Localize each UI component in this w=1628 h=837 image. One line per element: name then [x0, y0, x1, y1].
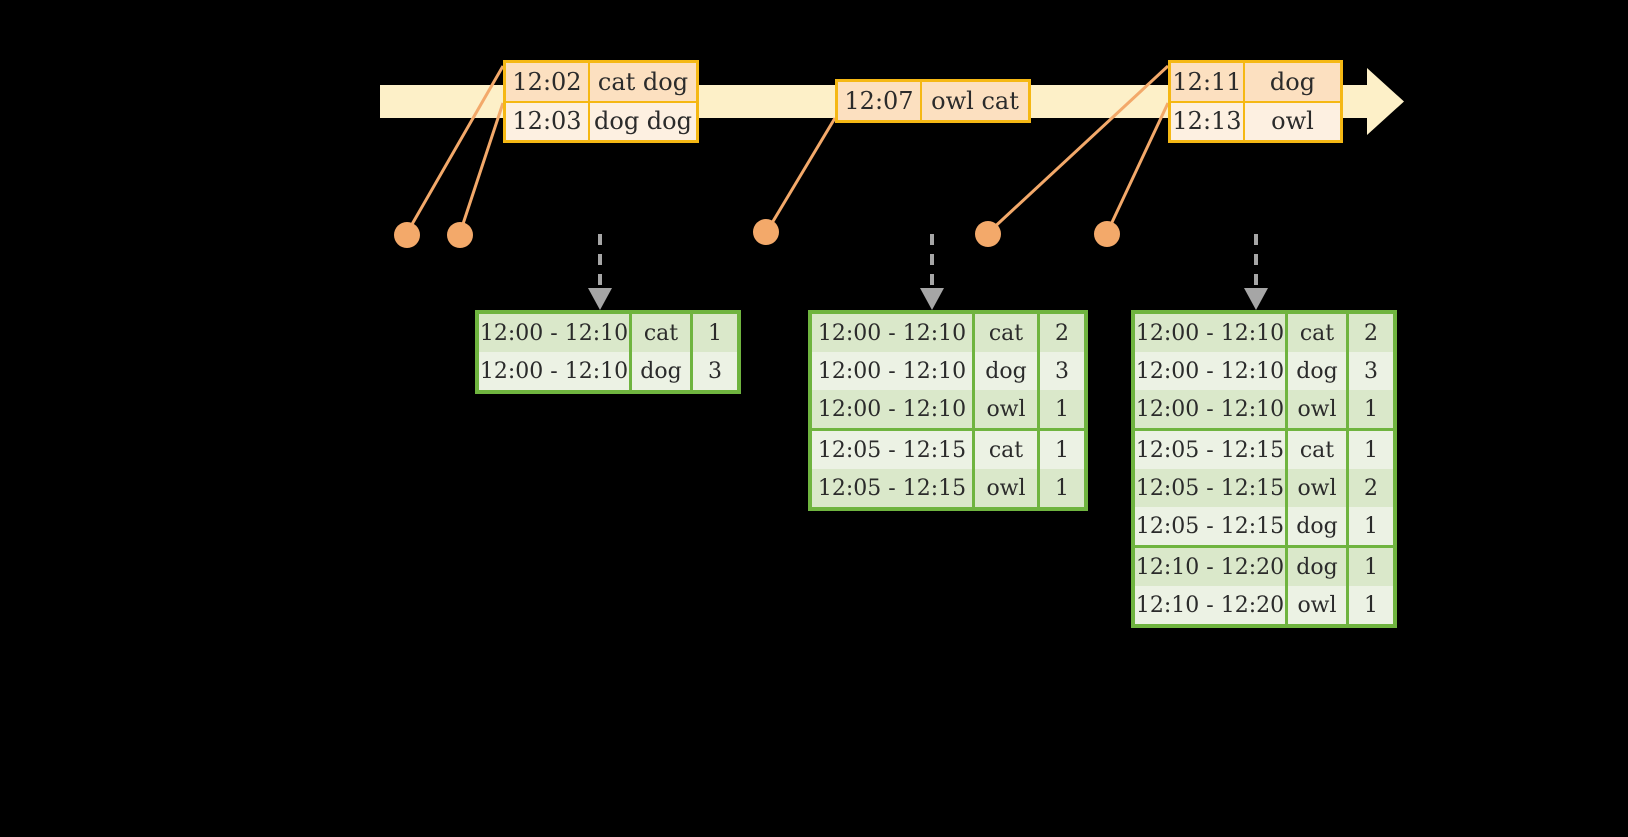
table-row[interactable]: 12:00 - 12:10 cat 1	[479, 314, 737, 352]
cell-word: dog	[632, 352, 690, 390]
table-row[interactable]: 12:00 - 12:10 dog 3	[1135, 352, 1393, 390]
connector-dots	[394, 219, 1120, 248]
table-row[interactable]: 12:00 - 12:10 owl 1	[1135, 390, 1393, 428]
table-row[interactable]: 12:05 - 12:15 cat 1	[1135, 431, 1393, 469]
table-row[interactable]: 12:05 - 12:15 dog 1	[1135, 507, 1393, 545]
cell-count: 1	[1349, 586, 1393, 624]
event-group-2[interactable]: 12:07 owl cat	[835, 79, 1031, 123]
table-row[interactable]: 12:05 - 12:15 owl 1	[812, 469, 1084, 507]
cell-word: dog	[1288, 352, 1346, 390]
cell-word: cat	[975, 431, 1037, 469]
event-words: cat dog	[590, 63, 696, 101]
cell-window: 12:10 - 12:20	[1135, 548, 1285, 586]
cell-word: owl	[1288, 586, 1346, 624]
event-group-3[interactable]: 12:11 dog 12:13 owl	[1168, 60, 1343, 143]
cell-count: 2	[1349, 469, 1393, 507]
cell-word: owl	[1288, 390, 1346, 428]
event-row[interactable]: 12:03 dog dog	[506, 100, 696, 140]
connector-dot	[447, 222, 473, 248]
event-row[interactable]: 12:07 owl cat	[838, 82, 1028, 120]
cell-window: 12:05 - 12:15	[812, 469, 972, 507]
cell-count: 1	[1349, 548, 1393, 586]
cell-count: 2	[1349, 314, 1393, 352]
table-row[interactable]: 12:00 - 12:10 owl 1	[812, 390, 1084, 428]
cell-word: dog	[975, 352, 1037, 390]
cell-window: 12:10 - 12:20	[1135, 586, 1285, 624]
cell-window: 12:00 - 12:10	[812, 390, 972, 428]
cell-window: 12:05 - 12:15	[1135, 469, 1285, 507]
cell-count: 1	[693, 314, 737, 352]
dashed-down-arrows	[598, 234, 1258, 288]
cell-window: 12:05 - 12:15	[812, 431, 972, 469]
cell-count: 3	[1349, 352, 1393, 390]
table-row[interactable]: 12:00 - 12:10 dog 3	[812, 352, 1084, 390]
cell-count: 3	[693, 352, 737, 390]
cell-count: 1	[1040, 431, 1084, 469]
table-row[interactable]: 12:05 - 12:15 cat 1	[812, 431, 1084, 469]
event-words: dog	[1245, 63, 1340, 101]
event-row[interactable]: 12:13 owl	[1171, 100, 1340, 140]
event-time: 12:11	[1171, 63, 1245, 101]
cell-window: 12:00 - 12:10	[1135, 314, 1285, 352]
cell-count: 2	[1040, 314, 1084, 352]
cell-word: owl	[975, 469, 1037, 507]
cell-count: 1	[1040, 390, 1084, 428]
table-row[interactable]: 12:05 - 12:15 owl 2	[1135, 469, 1393, 507]
cell-count: 1	[1349, 507, 1393, 545]
connector-dot	[1094, 221, 1120, 247]
event-time: 12:02	[506, 63, 590, 101]
event-row[interactable]: 12:02 cat dog	[506, 63, 696, 101]
cell-window: 12:00 - 12:10	[1135, 390, 1285, 428]
table-row[interactable]: 12:00 - 12:10 dog 3	[479, 352, 737, 390]
cell-window: 12:00 - 12:10	[812, 314, 972, 352]
connector-dot	[753, 219, 779, 245]
cell-word: dog	[1288, 548, 1346, 586]
event-time: 12:03	[506, 102, 590, 140]
cell-word: owl	[975, 390, 1037, 428]
cell-window: 12:05 - 12:15	[1135, 507, 1285, 545]
cell-window: 12:00 - 12:10	[479, 314, 629, 352]
cell-window: 12:00 - 12:10	[812, 352, 972, 390]
cell-word: dog	[1288, 507, 1346, 545]
cell-window: 12:00 - 12:10	[479, 352, 629, 390]
table-row[interactable]: 12:10 - 12:20 dog 1	[1135, 548, 1393, 586]
cell-window: 12:00 - 12:10	[1135, 352, 1285, 390]
event-words: owl cat	[922, 82, 1028, 120]
event-time: 12:13	[1171, 102, 1245, 140]
event-words: owl	[1245, 102, 1340, 140]
cell-word: cat	[632, 314, 690, 352]
cell-count: 1	[1349, 390, 1393, 428]
result-table-2[interactable]: 12:00 - 12:10 cat 2 12:00 - 12:10 dog 3 …	[808, 310, 1088, 511]
table-row[interactable]: 12:00 - 12:10 cat 2	[812, 314, 1084, 352]
cell-window: 12:05 - 12:15	[1135, 431, 1285, 469]
cell-word: owl	[1288, 469, 1346, 507]
event-time: 12:07	[838, 82, 922, 120]
cell-word: cat	[975, 314, 1037, 352]
cell-count: 1	[1040, 469, 1084, 507]
event-words: dog dog	[590, 102, 696, 140]
connector-dot	[394, 222, 420, 248]
dashed-arrow-heads	[588, 288, 1268, 310]
cell-count: 3	[1040, 352, 1084, 390]
table-row[interactable]: 12:00 - 12:10 cat 2	[1135, 314, 1393, 352]
connector-dot	[975, 221, 1001, 247]
result-table-3[interactable]: 12:00 - 12:10 cat 2 12:00 - 12:10 dog 3 …	[1131, 310, 1397, 628]
event-row[interactable]: 12:11 dog	[1171, 63, 1340, 101]
cell-word: cat	[1288, 314, 1346, 352]
cell-word: cat	[1288, 431, 1346, 469]
cell-count: 1	[1349, 431, 1393, 469]
result-table-1[interactable]: 12:00 - 12:10 cat 1 12:00 - 12:10 dog 3	[475, 310, 741, 394]
event-group-1[interactable]: 12:02 cat dog 12:03 dog dog	[503, 60, 699, 143]
table-row[interactable]: 12:10 - 12:20 owl 1	[1135, 586, 1393, 624]
